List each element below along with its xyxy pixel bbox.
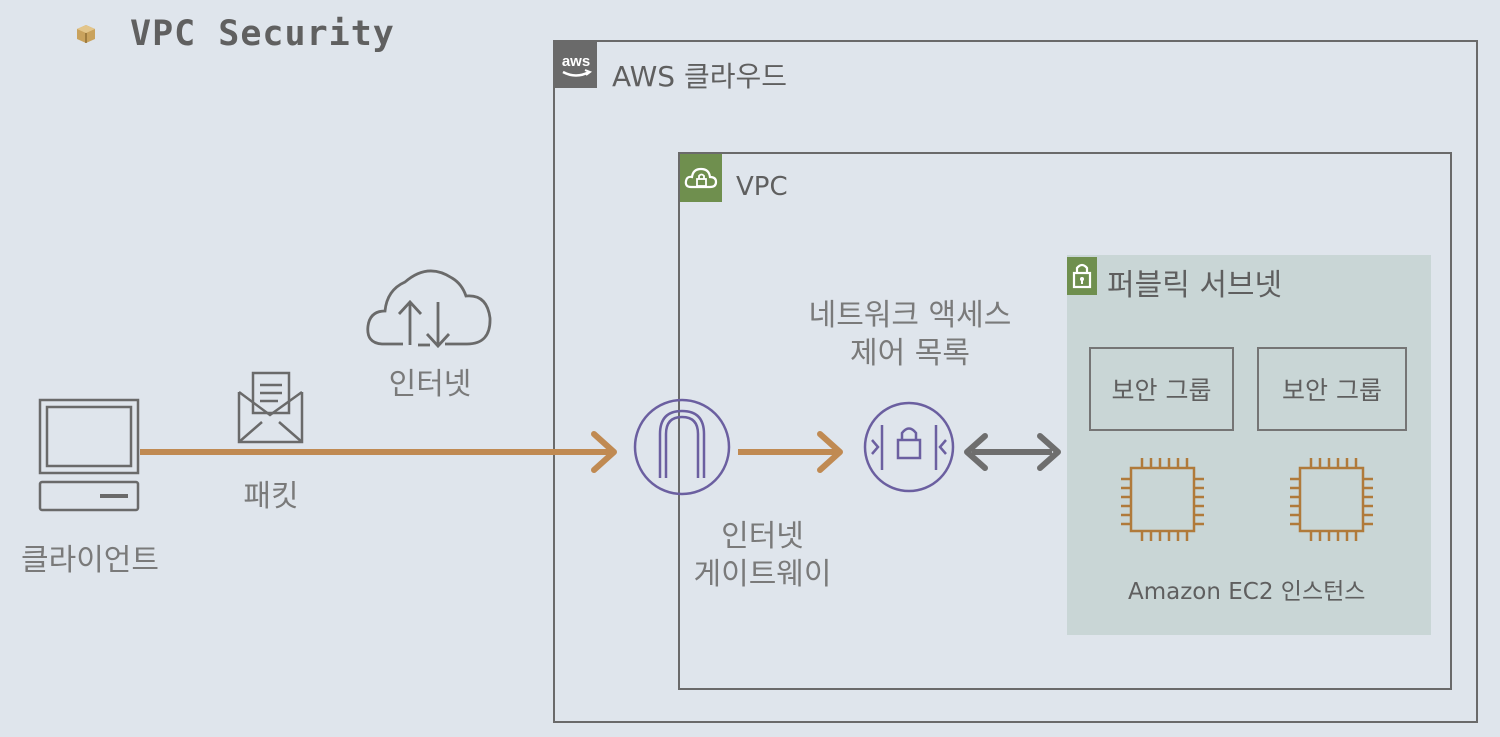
connector-arrowhead bbox=[591, 431, 617, 473]
internet-gateway-icon bbox=[633, 398, 731, 496]
nacl-label-line2: 제어 목록 bbox=[850, 336, 970, 371]
connector-arrowhead-right bbox=[1037, 433, 1061, 471]
envelope-icon bbox=[237, 371, 304, 444]
nacl-label: 네트워크 액세스 제어 목록 bbox=[790, 297, 1030, 373]
ec2-instances-label: Amazon EC2 인스턴스 bbox=[1128, 579, 1366, 605]
aws-cloud-label: AWS 클라우드 bbox=[612, 60, 788, 93]
vpc-label: VPC bbox=[736, 172, 788, 202]
nacl-icon bbox=[863, 401, 955, 493]
security-group-box: 보안 그룹 bbox=[1257, 347, 1407, 431]
packet-label: 패킷 bbox=[243, 479, 299, 514]
aws-badge-text: aws bbox=[562, 53, 590, 70]
internet-gateway-label-line1: 인터넷 bbox=[721, 519, 804, 554]
nacl-label-line1: 네트워크 액세스 bbox=[808, 298, 1012, 333]
connector-arrowhead-left bbox=[964, 433, 988, 471]
security-group-box: 보안 그룹 bbox=[1089, 347, 1234, 431]
internet-label: 인터넷 bbox=[388, 367, 472, 402]
security-group-label: 보안 그룹 bbox=[1282, 376, 1382, 405]
page-title: VPC Security bbox=[130, 14, 395, 54]
internet-gateway-label-line2: 게이트웨이 bbox=[693, 557, 832, 592]
security-group-label: 보안 그룹 bbox=[1111, 376, 1212, 405]
vpc-cloud-lock-icon bbox=[680, 154, 722, 202]
aws-logo-icon: aws bbox=[555, 42, 597, 88]
internet-cloud-icon bbox=[366, 269, 492, 349]
connector-arrowhead bbox=[817, 431, 843, 473]
public-subnet-group bbox=[1067, 255, 1431, 635]
public-subnet-label: 퍼블릭 서브넷 bbox=[1107, 268, 1283, 303]
ec2-instance-icon bbox=[1290, 458, 1373, 541]
ec2-instance-icon bbox=[1121, 458, 1204, 541]
vpc-group bbox=[678, 152, 1452, 690]
client-computer-icon bbox=[38, 398, 140, 512]
client-label: 클라이언트 bbox=[21, 543, 159, 578]
cube-icon bbox=[77, 25, 95, 43]
subnet-lock-icon bbox=[1067, 257, 1097, 295]
internet-gateway-label: 인터넷 게이트웨이 bbox=[680, 518, 845, 594]
aws-cloud-group bbox=[553, 40, 1478, 723]
